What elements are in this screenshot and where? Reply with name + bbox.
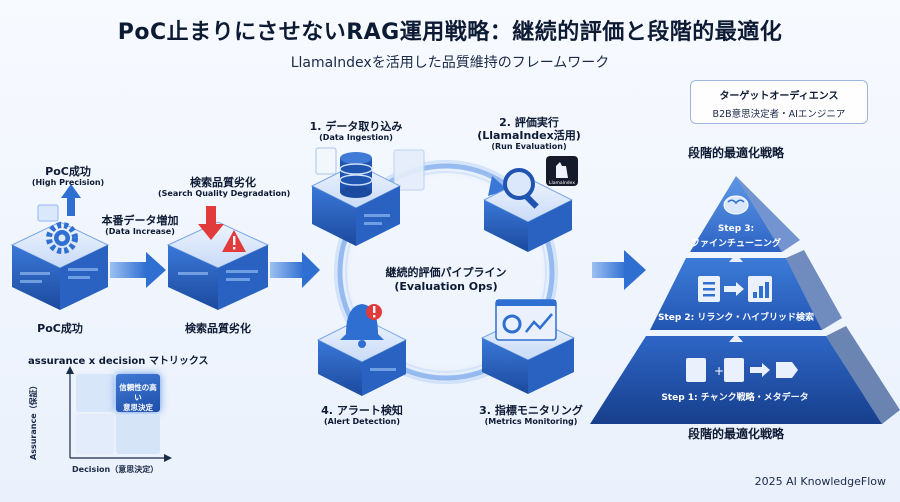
right-arrow-icon-2: [750, 363, 770, 377]
cycle-center-title: 継続的評価パイプライン: [385, 266, 507, 279]
poc-success-top-en: (High Precision): [31, 178, 105, 187]
matrix-title: assurance x decision マトリックス: [28, 356, 209, 367]
step2-en: (Run Evaluation): [491, 142, 567, 151]
list-icon: [698, 276, 720, 302]
database-icon: [339, 152, 373, 198]
file-icon: [315, 147, 337, 175]
llamaindex-logo: LlamaIndex: [546, 156, 578, 186]
ranking-icon: [748, 276, 772, 302]
step1-en: (Data Ingestion): [319, 133, 393, 142]
pyramid-step3-b: ファインチューニング: [690, 239, 781, 249]
poc-success-bottom-label: PoC成功: [37, 322, 83, 335]
up-arrow-icon: [61, 184, 81, 216]
step3-en: (Metrics Monitoring): [484, 417, 578, 426]
chunk-docs-icon: +: [686, 358, 744, 382]
dashboard-icon: [495, 299, 557, 341]
tag-icon: [776, 362, 798, 378]
step4-label: 4. アラート検知: [321, 404, 403, 417]
matrix-cell-bottom-left: [76, 414, 114, 454]
pyramid-tier-1: [590, 326, 900, 424]
degradation-top-label: 検索品質劣化: [190, 176, 256, 189]
degradation-block: [166, 221, 270, 310]
brain-icon: [723, 195, 749, 215]
flow-arrow-2: [270, 252, 320, 288]
warning-icon: [222, 230, 246, 252]
gear-icon: [46, 222, 78, 254]
llamaindex-logo-text: LlamaIndex: [549, 180, 575, 186]
matrix-highlight-line1: 信頼性の高い: [119, 383, 157, 402]
pyramid-title-top: 段階的最適化戦略: [687, 146, 784, 160]
cycle-ring: [337, 163, 555, 381]
alert-icon: [366, 304, 382, 320]
matrix-y-label: Assurance（保証）: [29, 381, 38, 460]
step1-label: 1. データ取り込み: [309, 120, 403, 133]
pyramid-step3-a: Step 3:: [717, 224, 755, 234]
pyramid-step2: Step 2: リランク・ハイブリッド検索: [657, 313, 815, 323]
degradation-top-en: (Search Quality Degradation): [158, 189, 291, 198]
matrix-cell-top-left: [76, 374, 114, 412]
poc-success-top-label: PoC成功: [45, 165, 91, 178]
footer-credit: 2025 AI KnowledgeFlow: [754, 475, 886, 488]
audience-box: ターゲットオーディエンス B2B意思決定者・AIエンジニア: [690, 80, 868, 124]
up-arrow-icon-2: [729, 254, 743, 262]
flow-arrow-1: [110, 252, 166, 288]
document-icon: [37, 204, 59, 222]
step1-block: [310, 149, 425, 246]
cycle-center-sub: (Evaluation Ops): [394, 280, 498, 293]
data-increase-en: (Data Increase): [105, 227, 175, 236]
svg-text:+: +: [714, 364, 724, 378]
matrix-x-label: Decision（意思決定）: [72, 465, 159, 474]
step2-sub: (LlamaIndex活用): [477, 129, 581, 142]
flow-arrow-3: [592, 250, 646, 290]
audience-heading: ターゲットオーディエンス: [719, 91, 839, 102]
page-title: PoC止まりにさせないRAG運用戦略：継続的評価と段階的最適化: [117, 20, 783, 45]
data-increase-label: 本番データ増加: [101, 214, 179, 227]
degradation-bottom-label: 検索品質劣化: [185, 322, 251, 335]
step4-en: (Alert Detection): [323, 417, 401, 426]
matrix-cell-highlight: 信頼性の高い 意思決定: [116, 374, 160, 412]
step3-label: 3. 指標モニタリング: [479, 404, 583, 417]
pyramid-title-bottom: 段階的最適化戦略: [687, 427, 784, 441]
right-arrow-icon: [724, 282, 744, 296]
step2-label: 2. 評価実行: [499, 116, 559, 129]
down-arrow-icon: [198, 206, 224, 240]
pyramid-step1: Step 1: チャンク戦略・メタデータ: [661, 393, 809, 403]
matrix-cell-bottom-right: [116, 414, 160, 454]
magnifier-icon: [503, 168, 539, 209]
matrix-highlight-line2: 意思決定: [123, 403, 153, 412]
up-arrow-icon-3: [729, 334, 743, 342]
page-subtitle: LlamaIndexを活用した品質維持のフレームワーク: [290, 55, 610, 71]
audience-value: B2B意思決定者・AIエンジニア: [712, 109, 846, 120]
